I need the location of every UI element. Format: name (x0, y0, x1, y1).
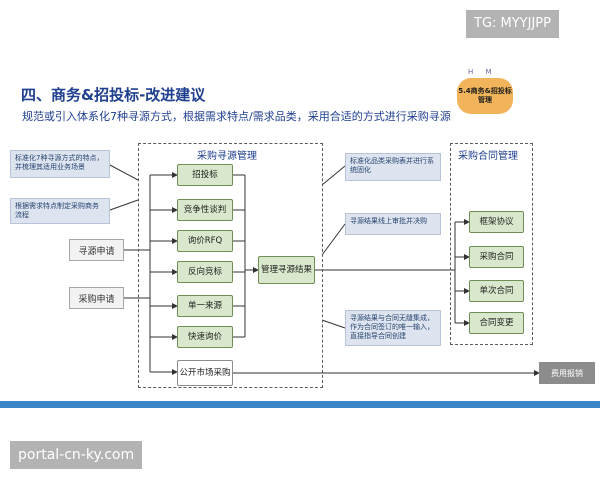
watermark-top: TG: MYYJJPP (466, 10, 559, 38)
purchase-request-box: 采购申请 (69, 287, 124, 309)
contract-management-group (450, 143, 533, 345)
page-title: 四、商务&招投标-改进建议 (21, 86, 206, 104)
sourcing-request-box: 寻源申请 (69, 239, 124, 261)
method-single-source: 单一来源 (177, 295, 233, 317)
fee-reimbursement: 费用报销 (539, 362, 595, 384)
section-badge: H M 5.4商务&招投标管理 (455, 66, 515, 116)
note-standard-catalog: 标准化品类采购表并进行系统固化 (345, 153, 441, 181)
contract-single: 单次合同 (469, 280, 524, 302)
contract-framework: 框架协议 (469, 211, 524, 233)
method-reverse-auction: 反向竞标 (177, 261, 233, 283)
method-bidding: 招投标 (177, 164, 233, 186)
note-commercial-process: 根据需求特点制定采购商务流程 (10, 198, 110, 224)
method-quick-inquiry: 快速询价 (177, 326, 233, 348)
contract-management-title: 采购合同管理 (458, 151, 518, 162)
note-online-approval: 寻源结果线上审批并决购 (345, 213, 441, 235)
method-rfq: 询价RFQ (177, 230, 233, 252)
method-public-market: 公开市场采购 (177, 360, 233, 386)
contract-change: 合同变更 (469, 312, 524, 334)
footer-bar (0, 401, 600, 408)
badge-letters: H M (468, 68, 497, 76)
contract-purchase: 采购合同 (469, 246, 524, 268)
badge-label: 5.4商务&招投标管理 (457, 78, 513, 114)
sourcing-management-group (138, 143, 323, 388)
method-competitive-negotiation: 竞争性谈判 (177, 199, 233, 221)
note-sourcing-methods: 标准化7种寻源方式的特点，并梳理其适用业务场景 (10, 150, 110, 178)
watermark-bottom: portal-cn-ky.com (10, 441, 143, 469)
sourcing-management-title: 采购寻源管理 (197, 151, 257, 162)
page-subtitle: 规范或引入体系化7种寻源方式，根据需求特点/需求品类，采用合适的方式进行采购寻源 (22, 110, 451, 123)
note-contract-integration: 寻源结果与合同无缝集成，作为合同签订的唯一输入，直接指导合同创建 (345, 310, 441, 346)
manage-sourcing-result: 管理寻源结果 (258, 256, 315, 284)
